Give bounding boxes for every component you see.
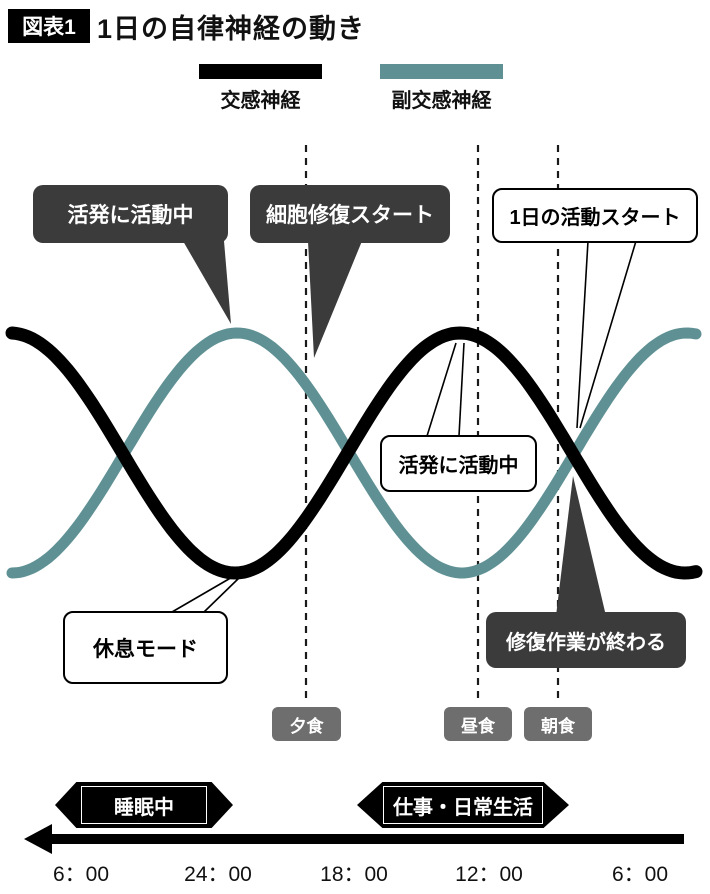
period-arrow-work: 仕事・日常生活 [357, 782, 569, 828]
period-arrow-sleep: 睡眠中 [55, 782, 233, 828]
callout-tail-repair-end [556, 476, 606, 616]
callout-rest-mode: 休息モード [63, 611, 228, 684]
time-label-12: 12：00 [455, 863, 523, 886]
period-arrow-frame [383, 786, 543, 824]
figure-tag: 図表1 [8, 9, 90, 43]
period-label-work: 仕事・日常生活 [393, 796, 533, 819]
time-label-18: 18：00 [320, 863, 388, 886]
callout-day-activity-start: 1日の活動スタート [492, 188, 698, 243]
time-label-6am-left: 6：00 [52, 863, 110, 886]
legend-swatch-parasympathetic [380, 64, 503, 79]
meal-badge-breakfast: 朝食 [524, 707, 592, 741]
meal-badge-dinner: 夕食 [272, 707, 341, 741]
pointer-line-active-day-a [426, 342, 457, 437]
time-label-24: 24：00 [184, 863, 252, 886]
period-label-sleep: 睡眠中 [114, 796, 174, 819]
legend-label-sympathetic: 交感神経 [220, 90, 301, 112]
pointer-line-day-start-b [579, 240, 637, 429]
callout-repair-end: 修復作業が終わる [486, 612, 686, 668]
legend-label-parasympathetic: 副交感神経 [391, 90, 492, 112]
meal-badge-lunch: 昼食 [444, 707, 512, 741]
pointer-line-day-start-a [576, 240, 589, 429]
time-label-6am-right: 6：00 [611, 863, 669, 886]
sympathetic-wave [5, 326, 703, 580]
callout-active-day: 活発に活動中 [380, 435, 537, 492]
callout-tail-active-night [183, 241, 231, 324]
legend-swatch-sympathetic [199, 64, 322, 79]
period-arrow-frame [81, 786, 207, 824]
page-title: 1日の自律神経の動き [97, 14, 366, 44]
pointer-line-rest-a [171, 575, 235, 613]
callout-active-night: 活発に活動中 [33, 185, 228, 243]
pointer-line-active-day-b [458, 342, 465, 437]
callout-tail-cell-repair [308, 241, 362, 358]
timeline-arrowhead-icon [24, 824, 52, 854]
callout-cell-repair-start: 細胞修復スタート [250, 185, 450, 243]
pointer-line-rest-b [203, 577, 240, 613]
